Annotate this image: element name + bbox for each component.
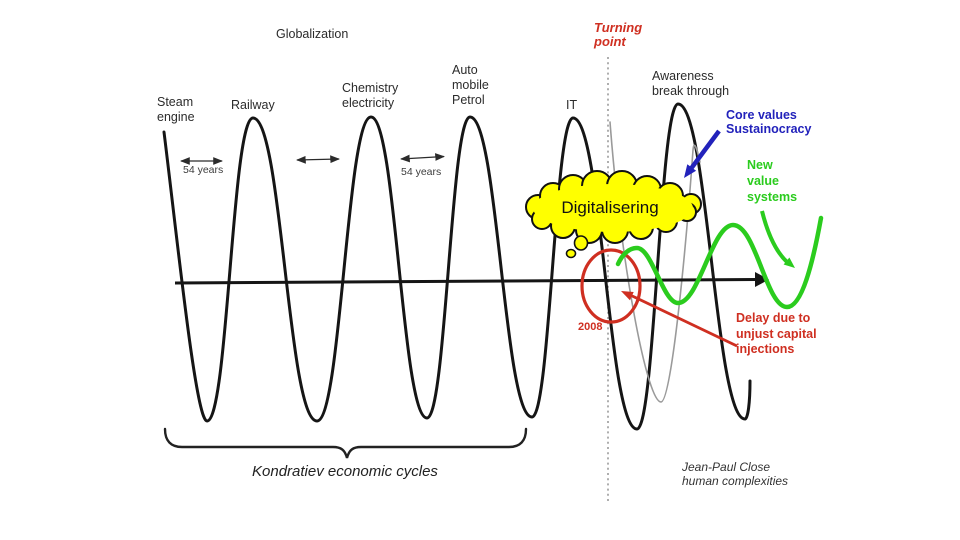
cycle-label-it: IT (566, 98, 578, 112)
time-axis-arrowhead-icon (755, 272, 769, 287)
new-value-arrow (760, 210, 789, 264)
period-label-right: 54 years (401, 166, 442, 178)
core-values-label: Core values Sustainocracy (726, 108, 812, 136)
core-values-arrowhead-icon (684, 164, 697, 178)
globalization-label: Globalization (276, 27, 349, 41)
cycle-label-railway: Railway (231, 98, 275, 112)
cycle-label-awareness: Awareness break through (652, 69, 730, 98)
time-axis (174, 278, 757, 285)
period-label-left: 54 years (183, 164, 224, 176)
period-arrow-3-icon (400, 153, 445, 163)
cycles-brace (163, 427, 528, 459)
turning-point-label: Turning point (594, 20, 643, 49)
delay-arrow (627, 292, 738, 348)
thought-cloud (525, 170, 702, 259)
delay-note-label: Delay due to unjust capital injections (736, 311, 817, 356)
year-2008-label: 2008 (578, 321, 603, 333)
digitalisering-label: Digitalisering (561, 198, 659, 217)
cycle-label-chemistry: Chemistry electricity (342, 81, 399, 110)
kondratiev-wave (162, 102, 752, 431)
period-arrow-2-icon (296, 155, 340, 164)
core-values-arrow (688, 129, 721, 172)
delay-arrowhead-icon (621, 291, 634, 301)
thought-bubble-2-icon (565, 248, 577, 259)
new-value-arrowhead-icon (783, 257, 795, 268)
new-value-systems-label: New value systems (747, 158, 798, 204)
delayed-echo-wave (609, 121, 701, 403)
new-value-wave (615, 215, 824, 310)
cycle-label-steam-engine: Steam engine (157, 95, 195, 124)
crisis-2008-circle (580, 248, 642, 324)
thought-bubble-1-icon (573, 235, 589, 251)
attribution-label: Jean-Paul Close human complexities (682, 460, 789, 488)
cycle-label-automobile: Auto mobile Petrol (452, 63, 489, 107)
kondratiev-cycles-label: Kondratiev economic cycles (252, 463, 438, 480)
